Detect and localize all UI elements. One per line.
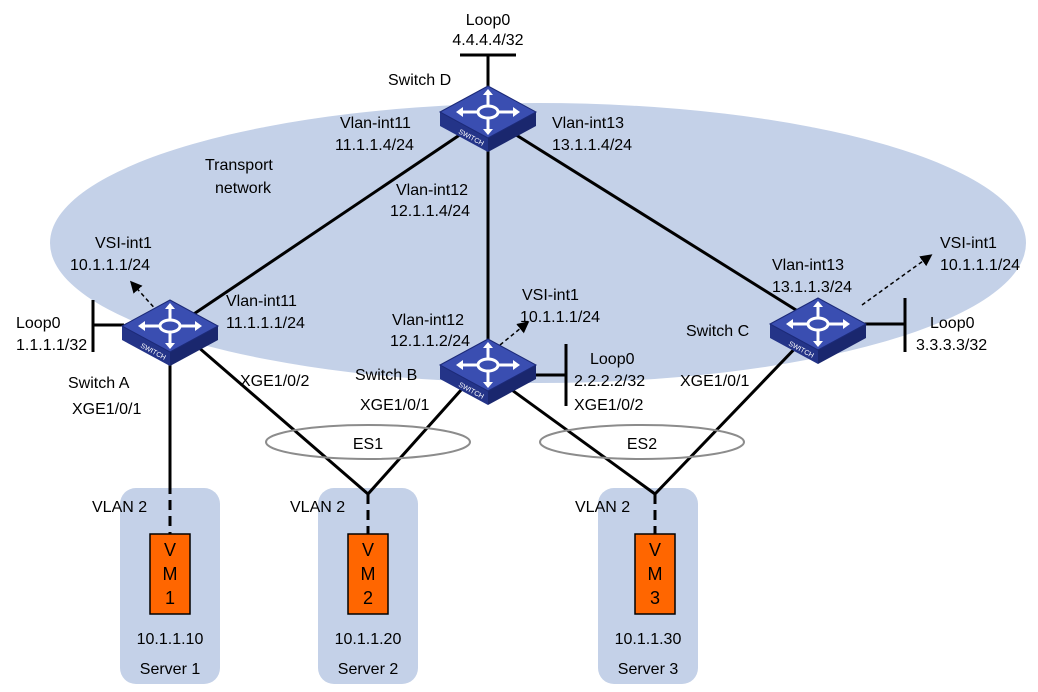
vm-3-number: 3 [650,588,660,608]
vm-1-letter-m: M [163,564,178,584]
link-b-server3 [504,383,656,496]
server-3-vlan: VLAN 2 [575,499,630,516]
link-d-a [169,126,471,332]
vm-2-number: 2 [363,588,373,608]
server-2-vlan: VLAN 2 [290,499,345,516]
server-1-ip: 10.1.1.10 [137,631,204,648]
switch-b-vlan-ip: 12.1.1.2/24 [390,333,470,350]
switch-d-if12-name: Vlan-int12 [396,182,468,199]
vm-1-number: 1 [165,588,175,608]
vsi-b-arrow [499,321,530,346]
server-3-name: Server 3 [618,661,679,678]
es2-label: ES2 [627,436,657,453]
switch-d-loop-ip: 4.4.4.4/32 [452,32,523,49]
switch-d-if12-ip: 12.1.1.4/24 [390,203,470,220]
switch-c-loop-name: Loop0 [930,315,975,332]
vm-2-letter-v: V [362,540,374,560]
switch-a-vlan-name: Vlan-int11 [226,293,297,310]
switch-c-vlan-ip: 13.1.1.3/24 [772,279,852,296]
transport-label-line2: network [215,180,272,197]
loop-a-stub [91,300,124,352]
switch-c-vsi-ip: 10.1.1.1/24 [940,257,1020,274]
switch-a-port1: XGE1/0/1 [72,401,141,418]
link-b-server2 [366,378,472,496]
vm-2[interactable]: V M 2 [347,533,389,615]
loop-c-stub [864,298,907,352]
switch-d-if13-name: Vlan-int13 [552,115,624,132]
switch-d-name: Switch D [388,72,451,89]
switch-b-vlan-name: Vlan-int12 [392,312,464,329]
vm-1[interactable]: V M 1 [149,533,191,615]
switch-a-vsi-ip: 10.1.1.1/24 [70,257,150,274]
switch-a-port2: XGE1/0/2 [240,373,309,390]
server-3-ip: 10.1.1.30 [615,631,682,648]
switch-b-loop-name: Loop0 [590,351,635,368]
switch-d-if11-ip: 11.1.1.4/24 [335,137,414,154]
es2-ellipse [539,424,745,460]
switch-a-name: Switch A [68,375,130,392]
server-1-name: Server 1 [140,661,201,678]
vm-3-letter-m: M [648,564,663,584]
link-a-server2 [189,338,369,496]
switch-b-name: Switch B [355,367,417,384]
switch-a-vlan-ip: 11.1.1.1/24 [226,315,305,332]
switch-c-vlan-name: Vlan-int13 [772,257,844,274]
switch-c-vsi-name: VSI-int1 [940,235,997,252]
switch-a-loop-name: Loop0 [16,315,61,332]
vm-2-letter-m: M [361,564,376,584]
vm-3[interactable]: V M 3 [634,533,676,615]
switch-a-loop-ip: 1.1.1.1/32 [16,337,87,354]
switch-d-if13-ip: 13.1.1.4/24 [552,137,632,154]
switch-c-port1: XGE1/0/1 [680,373,749,390]
loop-b-stub [535,344,568,406]
switch-d-loop-name: Loop0 [466,12,511,29]
server-1-vlan: VLAN 2 [92,499,147,516]
server-2-name: Server 2 [338,661,399,678]
switch-a-vsi-name: VSI-int1 [95,235,152,252]
switch-b-vsi-name: VSI-int1 [522,287,579,304]
switch-c-name: Switch C [686,323,749,340]
switch-c-loop-ip: 3.3.3.3/32 [916,337,987,354]
switch-b-vsi-ip: 10.1.1.1/24 [520,309,600,326]
switch-b-loop-ip: 2.2.2.2/32 [574,373,645,390]
link-d-c [504,126,813,322]
server-2-ip: 10.1.1.20 [335,631,402,648]
es1-label: ES1 [353,436,383,453]
vm-3-letter-v: V [649,540,661,560]
switch-d-if11-name: Vlan-int11 [340,115,411,132]
switch-b-port2: XGE1/0/2 [574,397,643,414]
link-c-server3 [653,336,807,496]
switch-b-port1: XGE1/0/1 [360,397,429,414]
transport-label-line1: Transport [205,157,273,174]
es1-ellipse [265,424,471,460]
transport-network-cloud [50,103,1026,383]
vm-1-letter-v: V [164,540,176,560]
